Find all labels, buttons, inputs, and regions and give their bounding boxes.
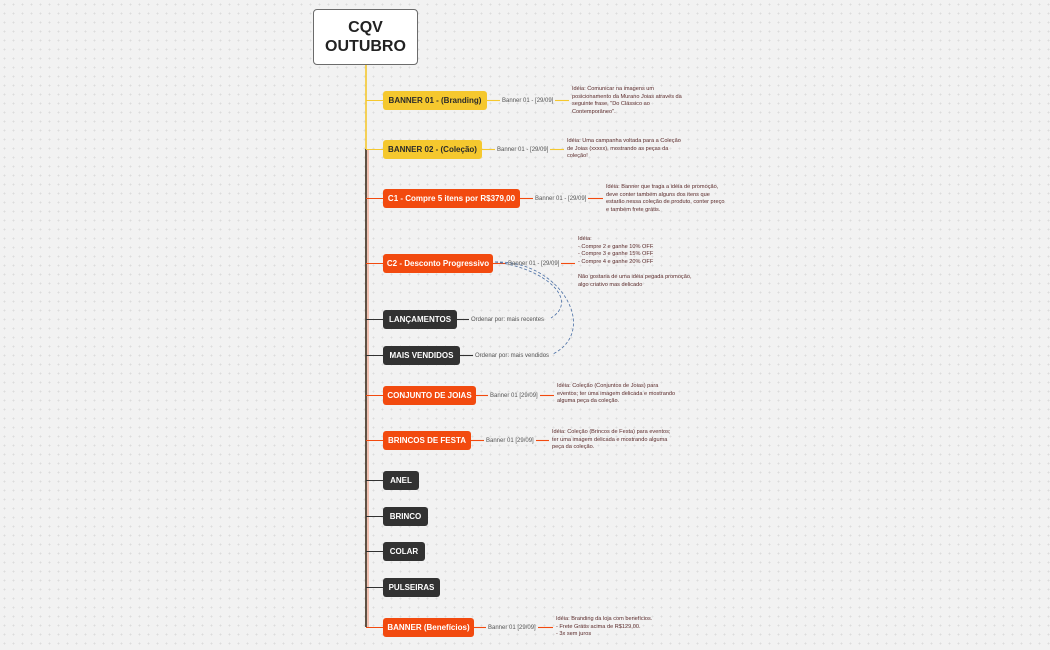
subtopic-label[interactable]: Banner 01 [29/09] bbox=[488, 625, 536, 631]
idea-note[interactable]: Idéia: Banner que traga a idéia de promo… bbox=[606, 184, 725, 213]
topic-c1-compre-5[interactable]: C1 - Compre 5 itens por R$379,00 bbox=[383, 189, 520, 208]
topic-label: BANNER 01 - (Branding) bbox=[388, 96, 482, 105]
topic-conjunto-de-joias[interactable]: CONJUNTO DE JOIAS bbox=[383, 386, 476, 405]
subtopic-label[interactable]: Banner 01 - [29/09] bbox=[497, 147, 549, 153]
subtopic-label[interactable]: Banner 01 - [29/09] bbox=[502, 98, 554, 104]
topic-label: C2 - Desconto Progressivo bbox=[386, 259, 490, 268]
topic-brincos-de-festa[interactable]: BRINCOS DE FESTA bbox=[383, 431, 471, 450]
topic-label: LANÇAMENTOS bbox=[388, 315, 452, 324]
topic-label: BRINCOS DE FESTA bbox=[387, 436, 467, 445]
topic-banner-beneficios[interactable]: BANNER (Benefícios) bbox=[383, 618, 474, 637]
central-topic-line2: OUTUBRO bbox=[325, 38, 406, 55]
central-topic-line1: CQV bbox=[348, 19, 383, 36]
subtopic-label[interactable]: Banner 01 - [29/09] bbox=[535, 196, 587, 202]
subtopic-label[interactable]: Ordenar por: mais recentes bbox=[471, 317, 545, 323]
topic-colar[interactable]: COLAR bbox=[383, 542, 425, 561]
topic-mais-vendidos[interactable]: MAIS VENDIDOS bbox=[383, 346, 460, 365]
topic-banner-branding[interactable]: BANNER 01 - (Branding) bbox=[383, 91, 487, 110]
topic-label: BANNER 02 - (Coleção) bbox=[388, 145, 477, 154]
topic-banner-colecao[interactable]: BANNER 02 - (Coleção) bbox=[383, 140, 482, 159]
topic-label: BANNER (Benefícios) bbox=[387, 623, 470, 632]
topic-label: MAIS VENDIDOS bbox=[389, 351, 454, 360]
subtopic-label[interactable]: Banner 01 [29/09] bbox=[490, 393, 538, 399]
topic-label: CONJUNTO DE JOIAS bbox=[387, 391, 472, 400]
topic-pulseiras[interactable]: PULSEIRAS bbox=[383, 578, 440, 597]
idea-note[interactable]: Idéia: Uma campanha voltada para a Coleç… bbox=[567, 138, 681, 160]
topic-lancamentos[interactable]: LANÇAMENTOS bbox=[383, 310, 457, 329]
topic-anel[interactable]: ANEL bbox=[383, 471, 419, 490]
topic-label: ANEL bbox=[390, 476, 412, 485]
topic-label: BRINCO bbox=[389, 512, 422, 521]
idea-note[interactable]: Idéia: Coleção (Brincos de Festa) para e… bbox=[552, 429, 671, 451]
subtopic-label[interactable]: Banner 01 - [29/09] bbox=[508, 261, 560, 267]
topic-c2-desconto-progressivo[interactable]: C2 - Desconto Progressivo bbox=[383, 254, 493, 273]
topic-label: COLAR bbox=[389, 547, 419, 556]
topic-brinco[interactable]: BRINCO bbox=[383, 507, 428, 526]
subtopic-label[interactable]: Banner 01 [29/09] bbox=[486, 438, 534, 444]
central-topic[interactable]: CQV OUTUBRO bbox=[313, 9, 418, 65]
topic-label: PULSEIRAS bbox=[388, 583, 435, 592]
idea-note[interactable]: Idéia: - Compre 2 e ganhe 10% OFF - Comp… bbox=[578, 236, 692, 288]
idea-note[interactable]: Idéia: Comunicar na imagens um posiciona… bbox=[572, 86, 682, 115]
topic-label: C1 - Compre 5 itens por R$379,00 bbox=[387, 194, 516, 203]
idea-note[interactable]: Idéia: Branding da loja com benefícios. … bbox=[556, 616, 653, 638]
subtopic-label[interactable]: Ordenar por: mais vendidos bbox=[475, 353, 550, 359]
idea-note[interactable]: Idéia: Coleção (Conjuntos de Joias) para… bbox=[557, 383, 676, 405]
